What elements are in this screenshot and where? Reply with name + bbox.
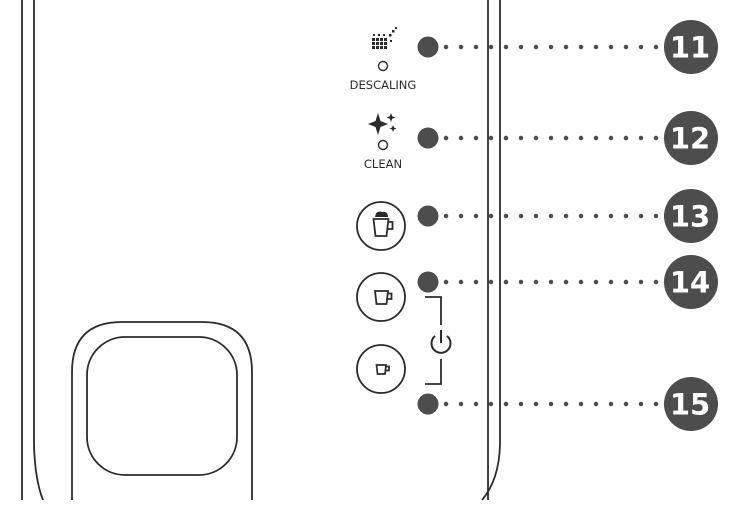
callout-anchor-dot bbox=[417, 127, 439, 149]
callout-number: 15 bbox=[670, 388, 710, 422]
power-bracket bbox=[425, 296, 452, 385]
descaling-indicator: DESCALING bbox=[350, 27, 417, 92]
callout-badge bbox=[664, 20, 718, 74]
descaling-label: DESCALING bbox=[350, 78, 417, 92]
clean-indicator: CLEAN bbox=[364, 113, 402, 171]
cappuccino-cup-icon bbox=[372, 211, 394, 237]
clean-led bbox=[377, 139, 389, 151]
descaling-led bbox=[377, 60, 389, 72]
callout-number: 13 bbox=[670, 200, 710, 234]
callout-anchor-dot bbox=[417, 393, 439, 415]
callout-badge bbox=[664, 255, 718, 309]
lungo-button[interactable] bbox=[356, 272, 406, 322]
callout-number: 14 bbox=[670, 266, 710, 300]
callout-13: 13 bbox=[417, 189, 718, 243]
callout-badge bbox=[664, 189, 718, 243]
drip-tray bbox=[71, 321, 253, 500]
machine-body-outline bbox=[21, 0, 501, 501]
espresso-cup-icon bbox=[375, 364, 390, 375]
callout-12: 12 bbox=[417, 111, 718, 165]
callout-anchor-dot bbox=[417, 205, 439, 227]
espresso-button[interactable] bbox=[356, 344, 406, 394]
callout-badge bbox=[664, 111, 718, 165]
callout-number: 11 bbox=[670, 31, 710, 65]
power-icon bbox=[430, 330, 452, 354]
callout-11: 11 bbox=[417, 20, 718, 74]
sparkle-icon bbox=[368, 113, 397, 135]
callout-14: 14 bbox=[417, 255, 718, 309]
callout-anchor-dot bbox=[417, 271, 439, 293]
clean-label: CLEAN bbox=[364, 157, 402, 171]
callout-15: 15 bbox=[417, 377, 718, 431]
callout-badge bbox=[664, 377, 718, 431]
cappuccino-button[interactable] bbox=[356, 201, 406, 251]
callout-number: 12 bbox=[670, 122, 710, 156]
lungo-cup-icon bbox=[373, 290, 393, 305]
callout-anchor-dot bbox=[417, 36, 439, 58]
descaling-icon bbox=[372, 27, 397, 49]
